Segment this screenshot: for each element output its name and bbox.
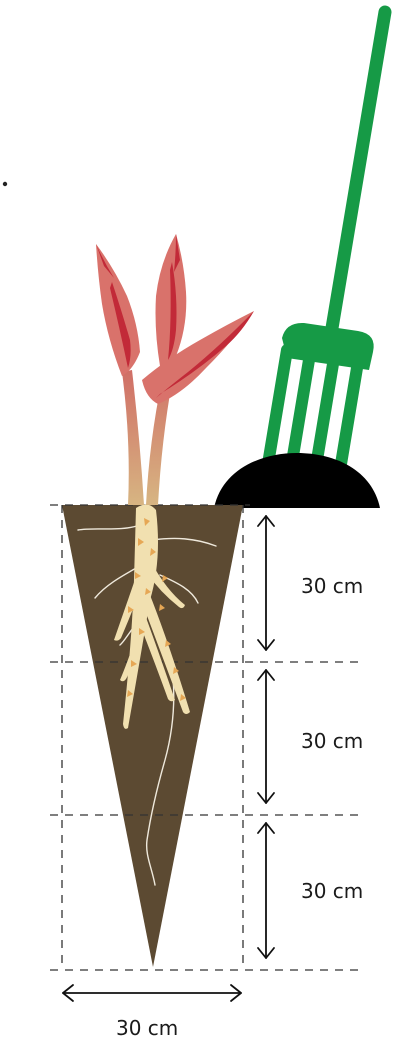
soil-mound <box>214 453 380 508</box>
width-label: 30 cm <box>116 1018 178 1038</box>
plant-leaves <box>96 234 254 404</box>
garden-fork-icon <box>266 12 385 488</box>
depth-label-3: 30 cm <box>301 881 363 901</box>
stray-dot <box>3 182 7 186</box>
depth-label-1: 30 cm <box>301 576 363 596</box>
depth-label-2: 30 cm <box>301 731 363 751</box>
